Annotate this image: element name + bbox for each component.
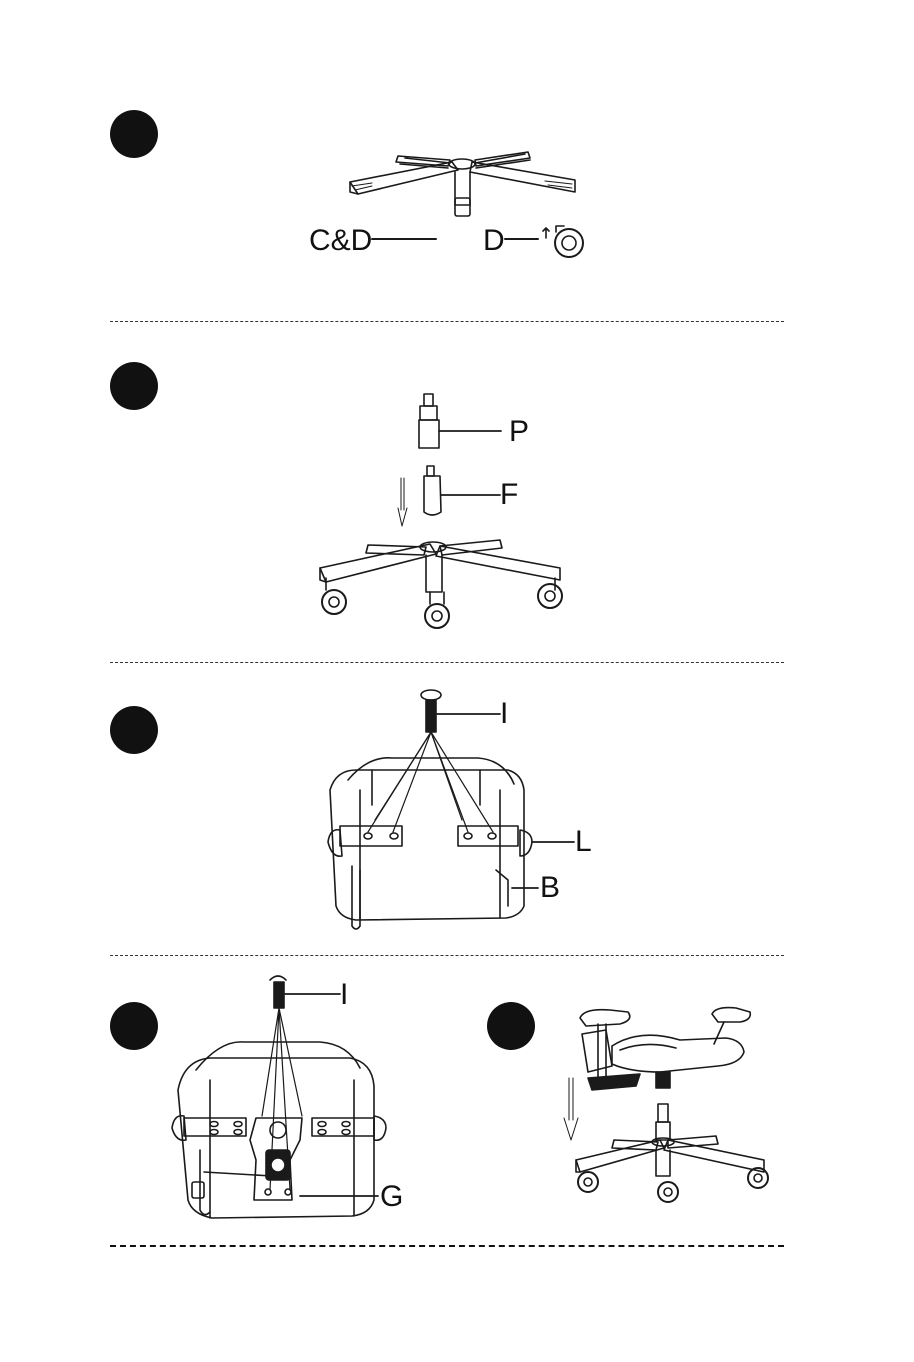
callout-cd: C&D — [309, 226, 372, 256]
callout-b: B — [540, 873, 560, 903]
callout-i-step-3: I — [500, 699, 508, 729]
caster-wheel-small — [543, 226, 583, 257]
seat-with-mechanism-illustration — [172, 1042, 386, 1218]
bolt-i-top — [421, 690, 441, 732]
down-arrow-step-2 — [398, 478, 407, 526]
gas-lift-cylinder — [424, 466, 441, 515]
callout-l: L — [575, 827, 592, 857]
callout-i-step-4: I — [340, 980, 348, 1010]
gas-lift-cover — [419, 394, 439, 448]
star-base-illustration — [350, 152, 575, 216]
star-base-with-casters — [320, 540, 562, 628]
seat-assembly-side-view — [580, 1008, 750, 1090]
bolt-guide-lines-step-3 — [368, 732, 493, 832]
bolt-i-step-4 — [270, 976, 286, 1008]
callout-g: G — [380, 1182, 403, 1212]
down-arrow-step-5 — [564, 1078, 578, 1140]
seat-underside-illustration — [328, 758, 532, 929]
callout-d: D — [483, 226, 505, 256]
callout-f: F — [500, 480, 518, 510]
star-base-step-5 — [576, 1104, 768, 1202]
callout-p: P — [509, 417, 529, 447]
